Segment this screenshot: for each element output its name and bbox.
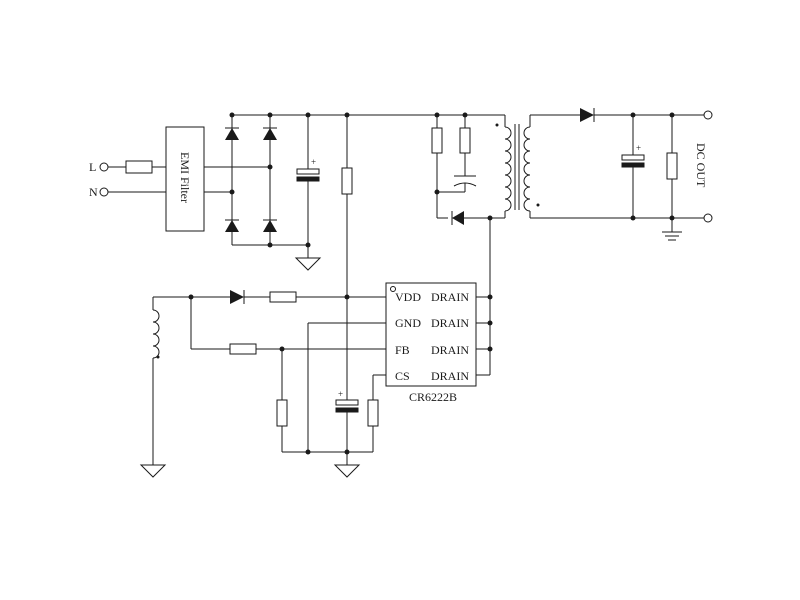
bulk-capacitor: + [294, 115, 322, 271]
ground-symbol [139, 464, 167, 478]
pin-drain-4: DRAIN [431, 369, 469, 383]
pin-fb: FB [395, 343, 410, 357]
ground-symbol [294, 257, 322, 271]
line-label: L [89, 160, 96, 174]
pin-drain-2: DRAIN [431, 316, 469, 330]
rcd-snubber [431, 115, 493, 225]
secondary-winding [523, 126, 531, 212]
fb-lower-resistor [276, 399, 288, 427]
auxiliary-winding [139, 294, 230, 478]
bridge-diode [225, 128, 239, 140]
output-cap-plus: + [636, 143, 641, 153]
snubber-diode [452, 211, 464, 225]
ac-input-terminals: L N [89, 160, 166, 199]
flyback-transformer [490, 114, 540, 219]
output-rectifier-diode [580, 108, 594, 122]
secondary-output: + DC OUT [530, 108, 713, 241]
pin-vdd: VDD [395, 290, 421, 304]
bridge-diode [263, 128, 277, 140]
pin-drain-1: DRAIN [431, 290, 469, 304]
fuse-resistor [125, 160, 153, 174]
bridge-rectifier [225, 112, 277, 248]
neutral-terminal [99, 187, 109, 197]
vdd-diode [230, 290, 244, 304]
feedback-path [190, 297, 386, 452]
pin-cs: CS [395, 369, 410, 383]
current-sense-path [367, 374, 386, 452]
vdd-resistor [269, 291, 297, 303]
output-load-resistor [666, 152, 678, 180]
pin-gnd: GND [395, 316, 421, 330]
neutral-label: N [89, 185, 98, 199]
vdd-cap-plus: + [338, 389, 343, 399]
controller-ic: VDD GND FB CS DRAIN DRAIN DRAIN DRAIN CR… [385, 282, 477, 404]
startup-resistor [341, 115, 353, 297]
cs-resistor [367, 399, 379, 427]
bulk-cap-plus: + [311, 157, 316, 167]
emi-filter-label: EMI Filter [178, 152, 192, 203]
ic-part-number: CR6222B [409, 390, 457, 404]
pin-drain-3: DRAIN [431, 343, 469, 357]
fb-upper-resistor [229, 343, 257, 355]
vdd-supply-path [230, 290, 386, 304]
primary-winding [504, 126, 512, 212]
dc-out-label: DC OUT [694, 143, 708, 188]
line-terminal [99, 162, 109, 172]
vdd-capacitor: + [333, 297, 361, 478]
emi-filter: EMI Filter [165, 126, 273, 232]
bridge-diode [225, 220, 239, 232]
dc-out-negative-terminal [703, 213, 713, 223]
bridge-diode [263, 220, 277, 232]
dc-out-positive-terminal [703, 110, 713, 120]
ground-symbol [333, 464, 361, 478]
